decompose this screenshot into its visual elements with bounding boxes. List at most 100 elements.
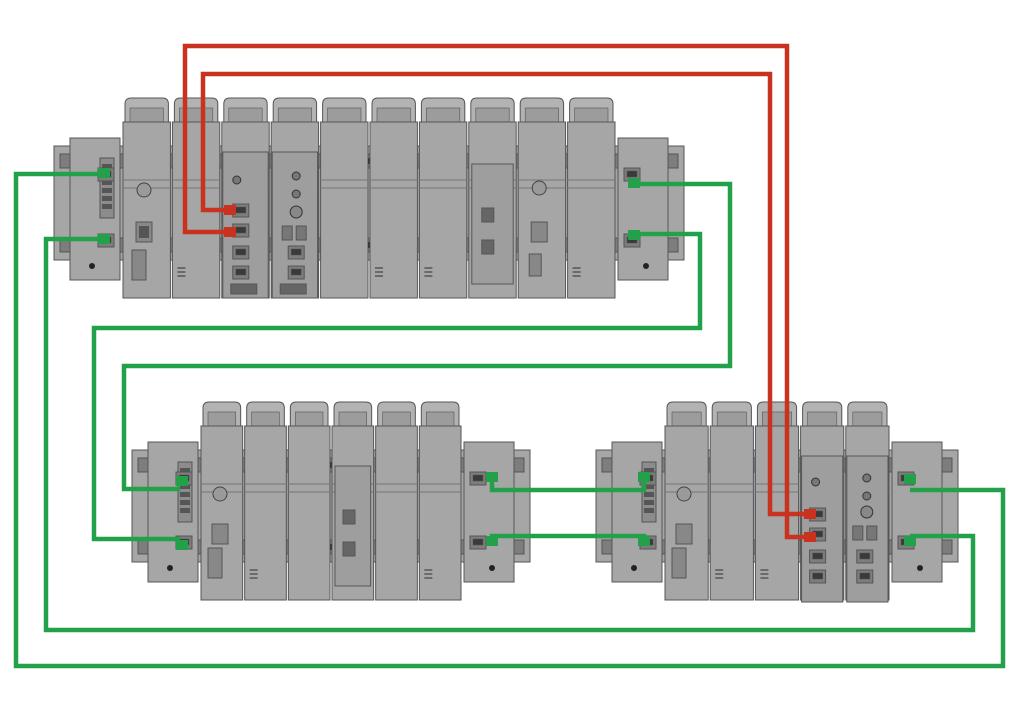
port-socket [812, 572, 823, 580]
power-switch [211, 523, 229, 545]
module-body [369, 121, 418, 299]
comm-port [342, 509, 356, 525]
io-slot-module [320, 97, 369, 299]
comm-face [471, 163, 514, 285]
rotary-switch-icon [811, 477, 821, 487]
power-supply-module [675, 486, 693, 545]
controller-latch [279, 283, 307, 295]
rotary-switch-icon [232, 175, 242, 185]
screw-icon [917, 565, 923, 571]
port-socket [859, 572, 871, 580]
cables-layer [13, 43, 1006, 669]
port-socket [859, 552, 871, 560]
green-plug [638, 472, 650, 482]
module-body [244, 425, 287, 601]
terminal-pin [644, 508, 654, 513]
green-plug [486, 536, 498, 546]
io-slot-module [375, 401, 418, 601]
green-cable-1 [13, 171, 1006, 669]
interface-body [891, 441, 943, 583]
vent-slots [424, 267, 433, 277]
port-socket [472, 474, 484, 482]
led-icon [862, 473, 872, 483]
vent-slots [572, 267, 581, 277]
power-indicator-icon [531, 180, 547, 196]
port-socket [235, 226, 247, 234]
bottom-left-rack [131, 401, 531, 601]
comm-module [334, 465, 372, 587]
vent-slots [177, 267, 186, 277]
screw-icon [167, 565, 173, 571]
screw-icon [643, 263, 649, 269]
terminal-pin [102, 164, 112, 169]
module-body [664, 425, 709, 601]
comm-port [481, 207, 495, 223]
terminal-pin [180, 508, 190, 513]
green-plug [176, 540, 188, 550]
red-plug [804, 509, 816, 519]
io-slot-module [369, 97, 418, 299]
terminal-connector [207, 547, 223, 579]
port-socket [235, 248, 247, 256]
io-slot-module [754, 401, 800, 601]
comm-port [342, 541, 356, 557]
ethernet-port-ctrl-b1 [856, 549, 874, 564]
ethernet-port-ctrl-b2 [856, 569, 874, 584]
green-plug [98, 234, 110, 244]
port-socket [626, 170, 638, 178]
right-interface-module [617, 137, 669, 281]
vent-slots [715, 569, 724, 579]
terminal-pin [180, 492, 190, 497]
interface-body [463, 441, 515, 583]
left-interface-module [611, 441, 663, 583]
io-slot-module [709, 401, 754, 601]
usb-slot [866, 525, 878, 541]
terminal-pin [644, 492, 654, 497]
green-cable-5 [489, 477, 647, 493]
vent-slots [424, 569, 433, 579]
port-socket [812, 552, 823, 560]
module-body [418, 425, 462, 601]
interface-body [617, 137, 669, 281]
port-socket [472, 538, 484, 546]
ethernet-port-ctrl-a3 [809, 549, 827, 564]
module-body [375, 425, 418, 601]
screw-icon [489, 565, 495, 571]
io-slot-module [287, 401, 331, 601]
led-icon [862, 491, 872, 501]
power-supply-module [528, 180, 548, 277]
terminal-connector [131, 249, 147, 281]
io-slot-module [418, 401, 462, 601]
controller-module-b [846, 455, 889, 603]
controller-module-a [222, 151, 269, 299]
io-slot-module [517, 97, 567, 299]
vent-slots [375, 267, 383, 277]
ethernet-port-ctrl-a3 [232, 245, 250, 260]
red-plug [804, 532, 816, 542]
green-plug [628, 230, 640, 240]
vent-slots [249, 569, 258, 579]
module-body [567, 121, 616, 299]
terminal-connector [671, 547, 687, 579]
module-body [287, 425, 331, 601]
right-interface-module [891, 441, 943, 583]
vent-slots [760, 569, 769, 579]
green-plug [904, 536, 916, 546]
power-supply-module [211, 486, 229, 545]
racks-layer [53, 97, 959, 603]
terminal-pin [644, 500, 654, 505]
terminal-pin [102, 204, 112, 209]
top-rack [53, 97, 685, 299]
comm-module [471, 163, 514, 285]
power-switch-rocker [139, 226, 149, 238]
power-indicator-icon [136, 182, 152, 198]
module-body [122, 121, 171, 299]
red-cable-inner [200, 71, 808, 517]
power-switch [675, 523, 693, 545]
ethernet-port-ctrl-b2 [287, 265, 305, 280]
power-indicator-icon [676, 486, 692, 502]
terminal-pin [180, 484, 190, 489]
terminal-connector [528, 253, 542, 277]
green-plug [904, 474, 916, 484]
ethernet-port-right-bottom [469, 535, 487, 550]
